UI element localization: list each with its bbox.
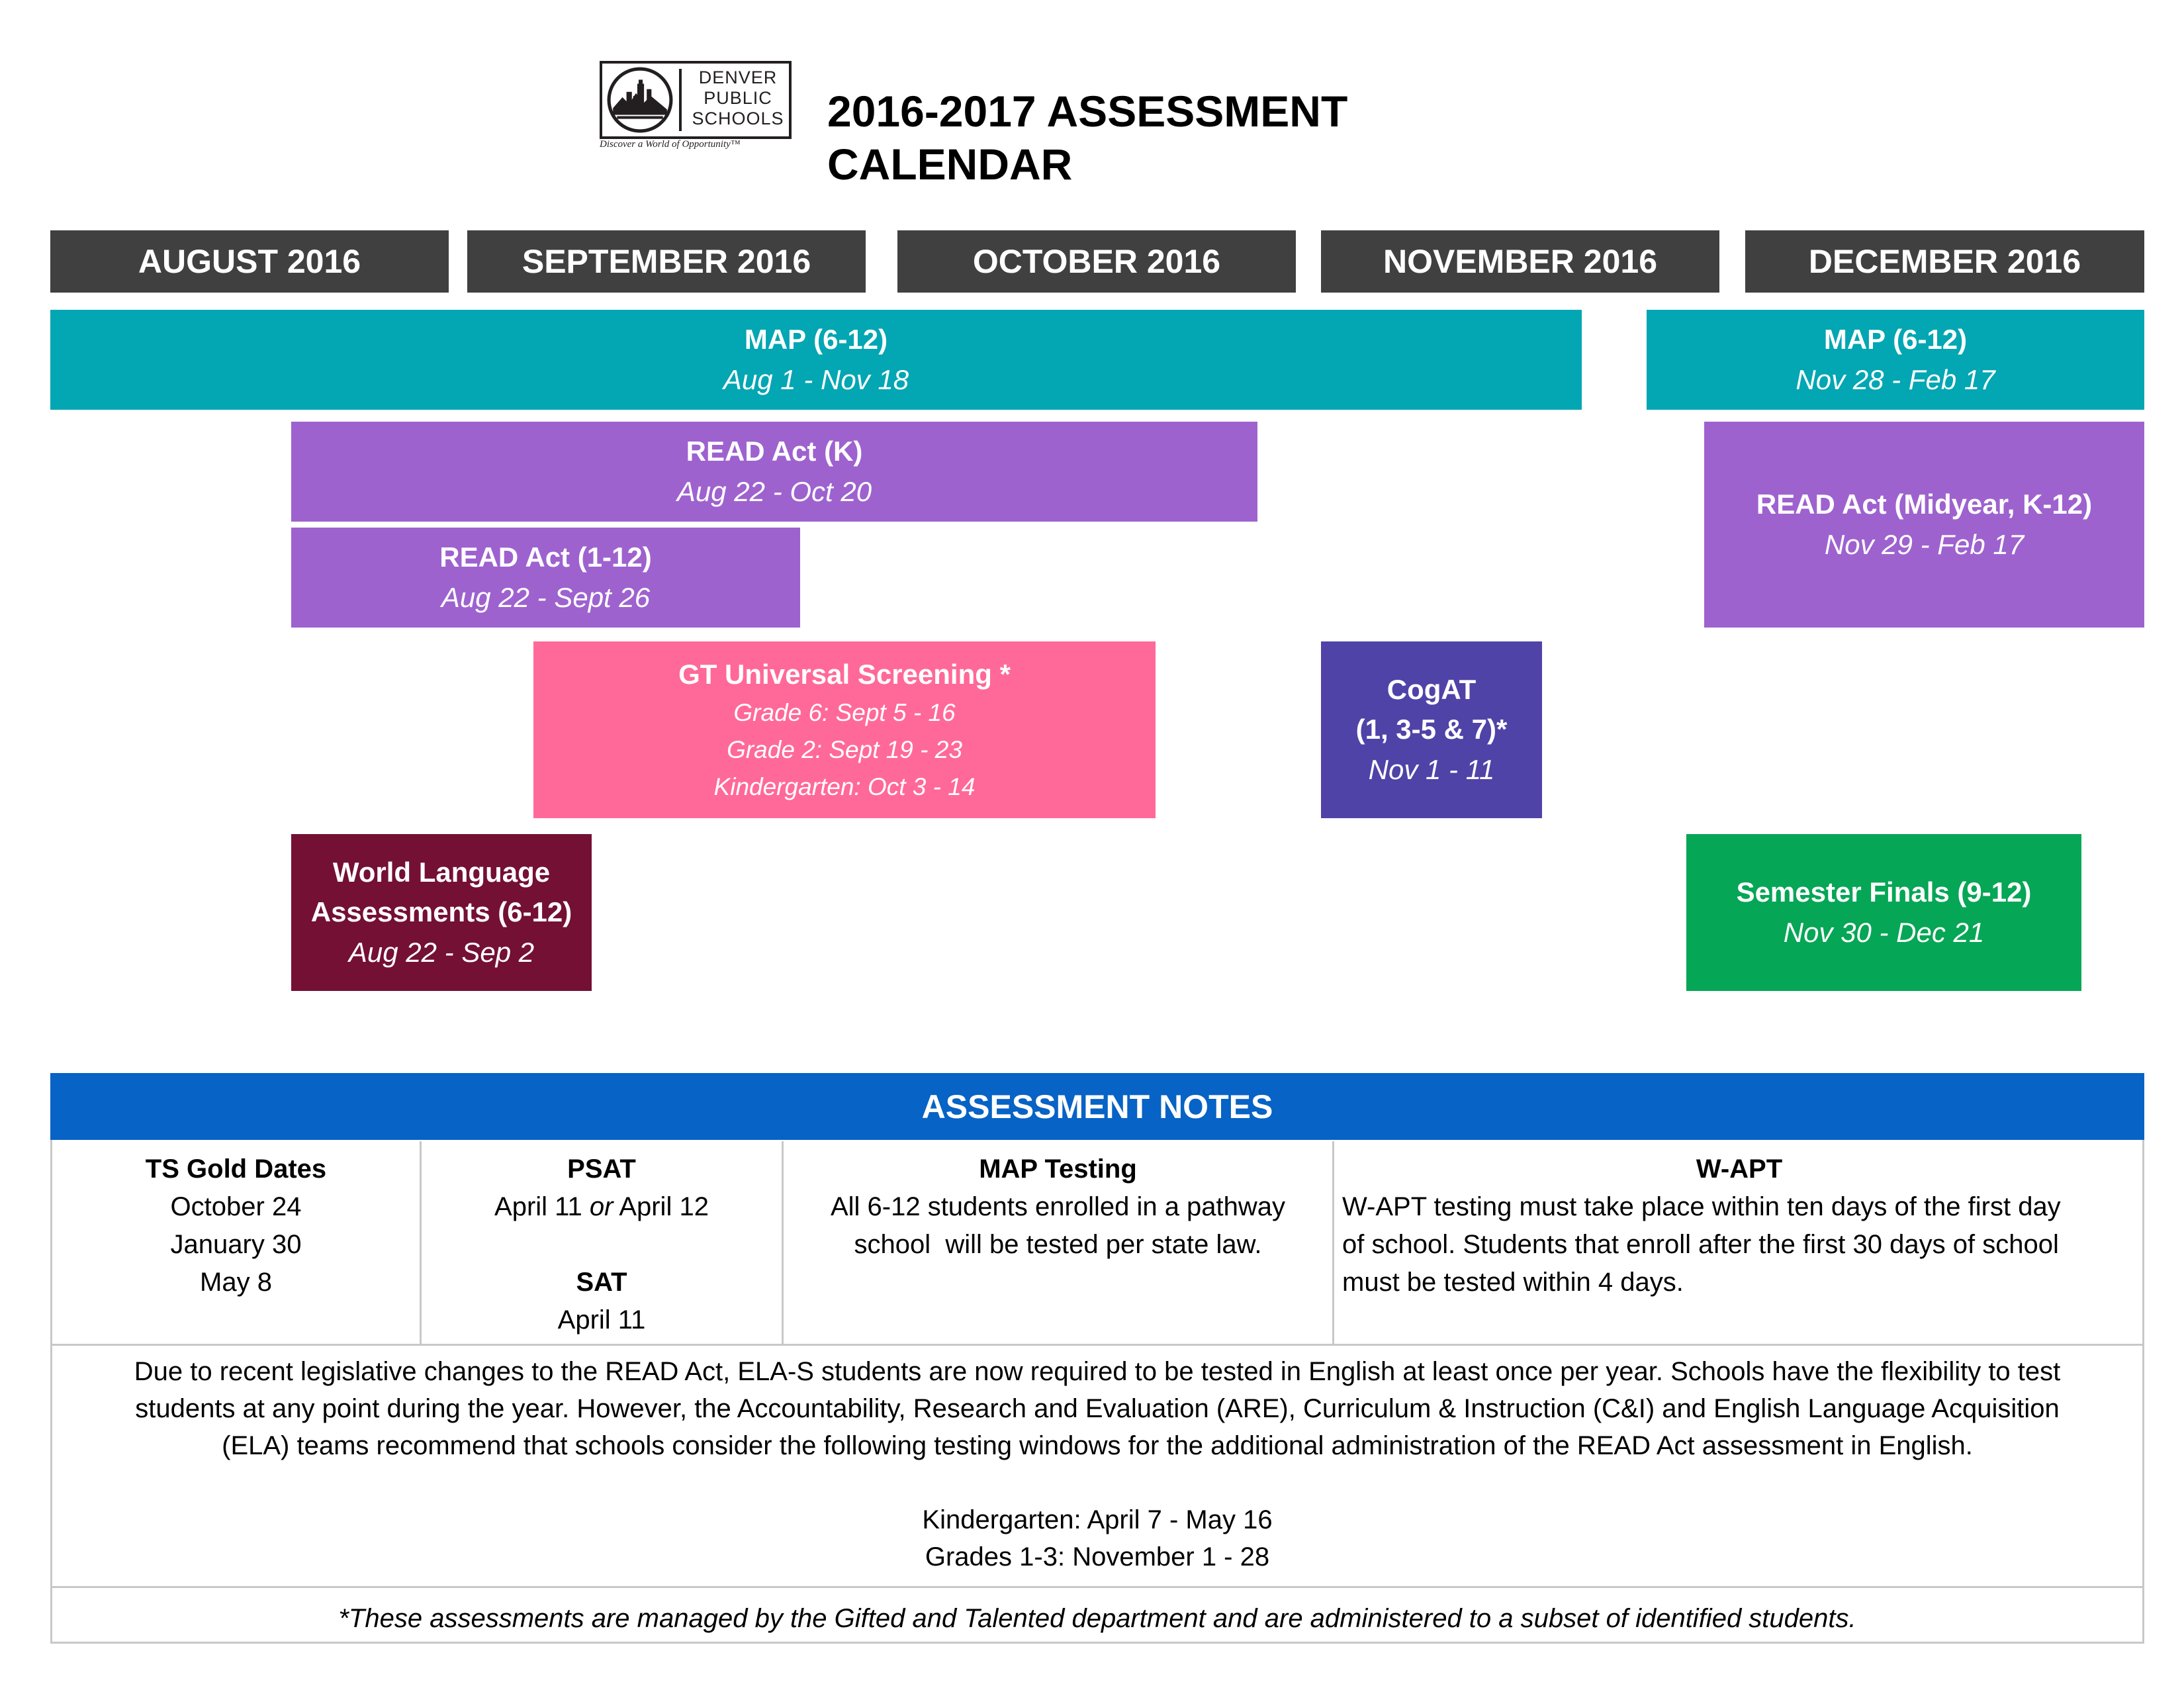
month-header-october: OCTOBER 2016 <box>897 230 1296 293</box>
event-world-language: World Language Assessments (6-12) Aug 22… <box>291 834 592 991</box>
note-psat-sat: PSAT April 11 or April 12 SAT April 11 <box>422 1141 782 1344</box>
note-date: October 24 <box>170 1192 302 1221</box>
sat-date: April 11 <box>557 1305 646 1335</box>
event-dates: Nov 1 - 11 <box>1368 753 1495 785</box>
month-header-august: AUGUST 2016 <box>50 230 449 293</box>
read-note-line: (ELA) teams recommend that schools consi… <box>222 1431 1973 1460</box>
note-text: school will be tested per state law. <box>854 1230 1262 1259</box>
event-window-kindergarten: Kindergarten: Oct 3 - 14 <box>713 773 976 800</box>
assessment-notes-box <box>50 1140 2144 1644</box>
read-note-line: Due to recent legislative changes to the… <box>134 1357 2061 1386</box>
logo-divider <box>679 69 682 131</box>
event-gt-universal-screening: GT Universal Screening * Grade 6: Sept 5… <box>533 641 1156 818</box>
note-date: January 30 <box>170 1230 302 1259</box>
psat-date-b: April 12 <box>619 1192 709 1221</box>
psat-dates: April 11 or April 12 <box>422 1188 782 1226</box>
note-ts-gold: TS Gold Dates October 24 January 30 May … <box>52 1141 420 1344</box>
event-dates: Aug 22 - Sep 2 <box>348 936 535 968</box>
column-divider <box>1332 1141 1334 1344</box>
psat-or: or <box>589 1192 614 1221</box>
note-wapt: W-APT W-APT testing must take place with… <box>1334 1141 2144 1344</box>
psat-date-a: April 11 <box>494 1192 582 1221</box>
note-title: W-APT <box>1696 1154 1783 1184</box>
event-title: World Language <box>332 856 551 888</box>
logo-wordmark: DENVER PUBLIC SCHOOLS <box>688 68 788 129</box>
logo-line-1: DENVER <box>698 68 778 87</box>
event-read-act-1-12: READ Act (1-12) Aug 22 - Sept 26 <box>291 528 800 628</box>
dps-logo: DENVER PUBLIC SCHOOLS Discover a World o… <box>600 61 792 155</box>
sat-title: SAT <box>576 1268 627 1297</box>
read-window-grades-1-3: Grades 1-3: November 1 - 28 <box>925 1542 1270 1571</box>
event-dates: Aug 22 - Oct 20 <box>676 475 872 507</box>
row-divider <box>50 1344 2144 1346</box>
column-divider <box>420 1141 422 1344</box>
event-title: READ Act (K) <box>686 435 863 467</box>
event-title: READ Act (Midyear, K-12) <box>1756 488 2093 520</box>
event-title-line-2: Assessments (6-12) <box>310 896 572 927</box>
note-title: MAP Testing <box>979 1154 1137 1184</box>
spacer <box>66 1464 2128 1501</box>
event-dates: Nov 28 - Feb 17 <box>1796 363 1995 395</box>
event-title: MAP (6-12) <box>1823 323 1968 355</box>
month-header-december: DECEMBER 2016 <box>1745 230 2144 293</box>
month-header-november: NOVEMBER 2016 <box>1321 230 1719 293</box>
read-window-kindergarten: Kindergarten: April 7 - May 16 <box>922 1505 1273 1534</box>
note-title: TS Gold Dates <box>145 1154 327 1184</box>
note-title: PSAT <box>567 1154 636 1184</box>
spacer <box>422 1226 782 1264</box>
event-grades: (1, 3-5 & 7)* <box>1355 713 1508 745</box>
event-semester-finals: Semester Finals (9-12) Nov 30 - Dec 21 <box>1686 834 2081 991</box>
event-dates: Aug 1 - Nov 18 <box>723 363 909 395</box>
event-read-act-k: READ Act (K) Aug 22 - Oct 20 <box>291 422 1257 522</box>
page-title: 2016-2017 ASSESSMENT CALENDAR <box>827 87 1348 189</box>
event-map-winter: MAP (6-12) Nov 28 - Feb 17 <box>1647 310 2144 410</box>
read-note-line: students at any point during the year. H… <box>135 1394 2060 1423</box>
row-divider <box>50 1586 2144 1588</box>
logo-line-3: SCHOOLS <box>692 109 784 128</box>
column-divider <box>782 1141 784 1344</box>
event-dates: Nov 29 - Feb 17 <box>1824 528 2025 560</box>
event-dates: Nov 30 - Dec 21 <box>1783 916 1985 948</box>
note-text: must be tested within 4 days. <box>1342 1268 1684 1297</box>
note-text: W-APT testing must take place within ten… <box>1342 1192 2061 1221</box>
note-map-testing: MAP Testing All 6-12 students enrolled i… <box>784 1141 1332 1344</box>
event-title: Semester Finals (9-12) <box>1736 876 2032 908</box>
note-text: All 6-12 students enrolled in a pathway <box>830 1192 1286 1221</box>
logo-tagline: Discover a World of Opportunity™ <box>600 139 741 150</box>
gifted-talented-footnote: *These assessments are managed by the Gi… <box>338 1603 1856 1633</box>
event-cogat: CogAT (1, 3-5 & 7)* Nov 1 - 11 <box>1321 641 1542 818</box>
note-text: of school. Students that enroll after th… <box>1342 1230 2059 1259</box>
event-title: CogAT <box>1387 673 1477 705</box>
event-title: READ Act (1-12) <box>439 541 652 573</box>
logo-frame <box>600 61 792 139</box>
event-dates: Aug 22 - Sept 26 <box>441 581 651 613</box>
note-date: May 8 <box>200 1268 272 1297</box>
event-read-act-midyear: READ Act (Midyear, K-12) Nov 29 - Feb 17 <box>1704 422 2144 628</box>
event-title: MAP (6-12) <box>744 323 888 355</box>
assessment-notes-header: ASSESSMENT NOTES <box>50 1073 2144 1140</box>
month-header-september: SEPTEMBER 2016 <box>467 230 866 293</box>
event-window-grade-6: Grade 6: Sept 5 - 16 <box>733 698 956 726</box>
event-title: GT Universal Screening * <box>678 658 1011 690</box>
event-window-grade-2: Grade 2: Sept 19 - 23 <box>727 735 962 763</box>
read-act-note: Due to recent legislative changes to the… <box>66 1353 2128 1575</box>
city-skyline-icon <box>607 67 673 133</box>
event-map-fall: MAP (6-12) Aug 1 - Nov 18 <box>50 310 1582 410</box>
logo-line-2: PUBLIC <box>704 88 772 108</box>
